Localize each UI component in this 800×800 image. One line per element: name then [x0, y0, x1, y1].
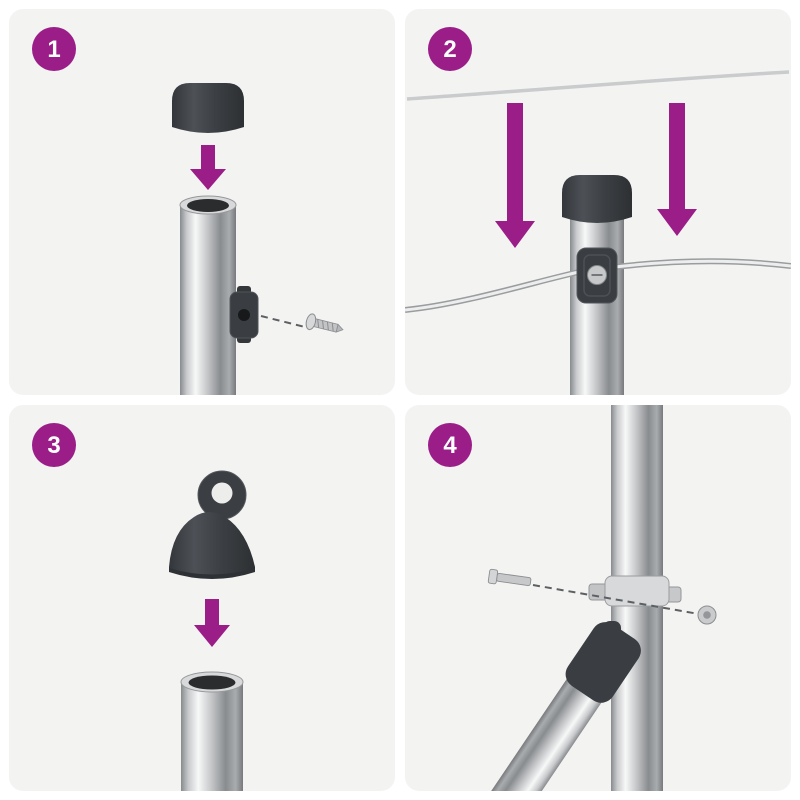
screw-clip	[576, 247, 618, 304]
panel-step-1: 1	[9, 9, 395, 395]
panel-step-2: 2	[405, 9, 791, 395]
badge-circle	[32, 423, 76, 467]
metal-pole	[179, 195, 237, 395]
metal-pole	[570, 217, 624, 395]
nut-hole	[703, 611, 711, 619]
lower-clothes-line	[405, 258, 791, 313]
bolt-dashed-line	[532, 584, 700, 615]
step-badge: 2	[428, 27, 472, 71]
step-badge: 4	[428, 423, 472, 467]
step-number: 1	[47, 36, 60, 63]
eyelet-ring	[197, 470, 247, 520]
step-badge: 1	[32, 27, 76, 71]
down-arrow-icon-left	[495, 103, 535, 248]
down-arrow-icon-right	[657, 103, 697, 236]
screw-head	[305, 313, 317, 331]
step-2-illustration: 2	[405, 27, 791, 395]
down-arrow-icon	[194, 599, 230, 647]
bolt	[487, 568, 532, 586]
screw-threads	[317, 319, 334, 332]
panel-step-4: 4	[405, 405, 791, 791]
badge-circle	[32, 27, 76, 71]
pole-hollow	[187, 199, 229, 212]
down-arrow-icon	[190, 145, 226, 190]
step-number: 2	[443, 36, 456, 63]
step-number: 4	[443, 432, 457, 459]
step-1-illustration: 1	[32, 27, 344, 395]
step-badge: 3	[32, 423, 76, 467]
eyelet-cap	[169, 512, 255, 579]
brace-connector	[565, 621, 641, 703]
alignment-dashed-line	[260, 315, 306, 328]
bolt-head	[487, 568, 499, 585]
nut	[697, 605, 717, 625]
step-4-illustration: 4	[428, 405, 717, 791]
metal-pole	[180, 671, 244, 791]
step-3-illustration: 3	[32, 423, 255, 791]
eyelet-hole	[211, 482, 233, 504]
step-number: 3	[47, 432, 60, 459]
cap-skirt	[169, 568, 255, 579]
screw	[305, 313, 344, 333]
pole-hollow	[188, 675, 236, 690]
screw-clip	[229, 286, 259, 343]
clamp-band	[604, 575, 670, 607]
pole-end-cap	[562, 175, 632, 223]
badge-circle	[428, 423, 472, 467]
badge-circle	[428, 27, 472, 71]
screw-tip	[335, 323, 344, 333]
pole-clamp	[588, 575, 682, 607]
bolt-shaft	[496, 572, 532, 586]
clip-hole	[238, 309, 250, 321]
panel-step-3: 3	[9, 405, 395, 791]
upper-clothes-line	[406, 70, 790, 101]
pole-end-cap	[172, 83, 244, 133]
